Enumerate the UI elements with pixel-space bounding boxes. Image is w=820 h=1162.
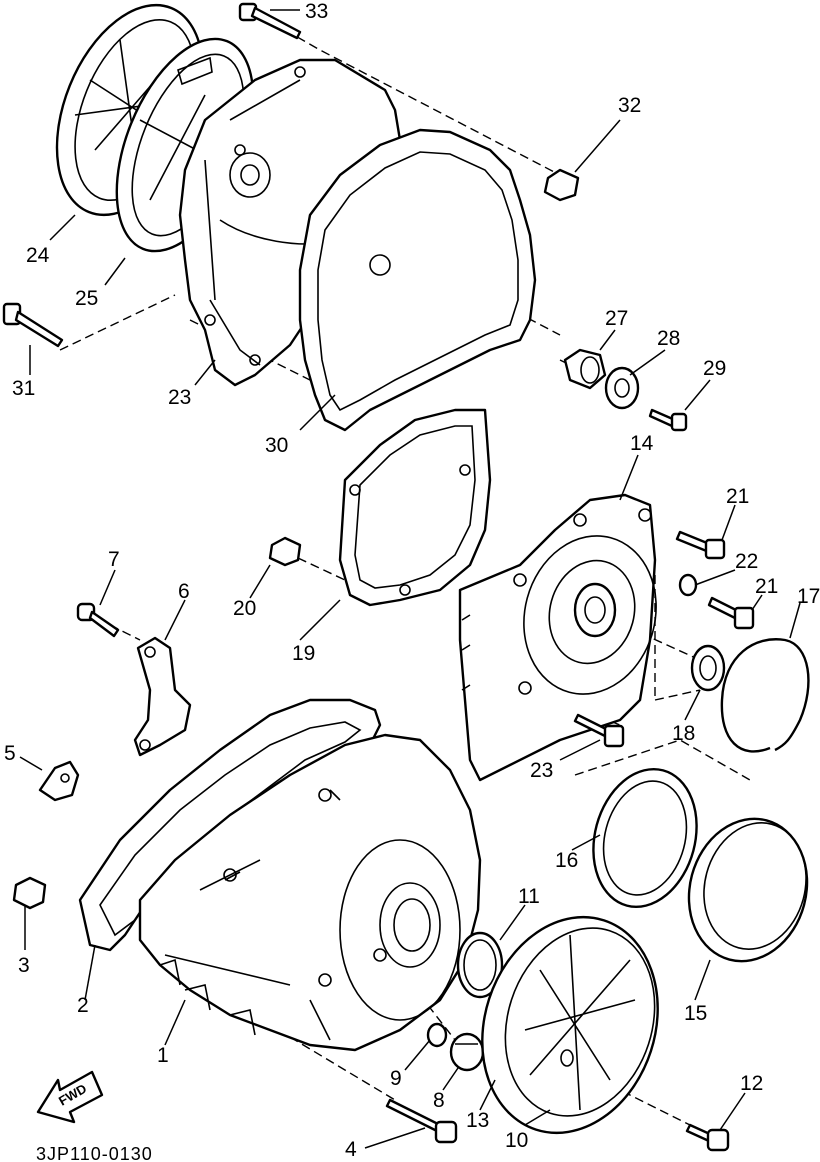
part-11-o-ring [456, 931, 504, 999]
part-1-crankcase-cover [138, 733, 482, 1052]
part-21-bolt-upper [675, 530, 726, 560]
part-12-bolt [685, 1123, 730, 1152]
label-32: 31 [12, 377, 35, 400]
label-13: 13 [466, 1109, 489, 1132]
part-22-o-ring [678, 573, 698, 597]
part-31-dowel [543, 168, 580, 202]
label-31: 32 [618, 94, 641, 117]
label-28: 28 [657, 327, 680, 350]
label-9: 9 [390, 1067, 402, 1090]
part-28-bearing [604, 366, 640, 410]
label-12: 12 [740, 1072, 763, 1095]
part-16-seal-ring [592, 767, 698, 909]
part-5-clip [38, 760, 80, 802]
label-27: 27 [605, 307, 628, 330]
part-6-bracket [133, 636, 192, 757]
part-33-bolt [238, 2, 302, 40]
label-33: 33 [305, 0, 328, 23]
label-26: 25 [75, 287, 98, 310]
part-27-collar [563, 348, 607, 390]
diagram-code: 3JP110-0130 [36, 1144, 153, 1162]
label-14: 14 [630, 432, 654, 455]
part-32-bolt [2, 302, 64, 348]
part-30-gasket [298, 128, 537, 432]
label-11: 11 [518, 885, 540, 908]
part-15-cap [687, 817, 809, 963]
leader-lines [19, 9, 801, 1149]
label-10: 10 [505, 1129, 528, 1152]
part-18-seal [690, 644, 726, 692]
label-30: 30 [265, 434, 288, 457]
part-19-gasket [338, 408, 492, 607]
label-15: 15 [684, 1002, 707, 1025]
label-25: 24 [26, 244, 50, 267]
callout-labels: 33 32 24 25 31 23 30 27 28 29 14 21 22 2… [4, 0, 820, 1161]
label-21-upper: 21 [726, 485, 749, 508]
label-21-lower: 21 [755, 575, 778, 598]
label-6: 6 [178, 580, 190, 603]
label-17: 17 [797, 585, 820, 608]
label-22: 22 [735, 550, 758, 573]
part-23-bolt [573, 713, 625, 748]
part-10-alternator-cover [481, 915, 659, 1135]
label-20: 20 [233, 597, 256, 620]
label-7: 7 [108, 548, 120, 571]
part-8-plug [449, 1032, 485, 1072]
part-17-circlip [720, 638, 810, 753]
part-20-dowel [268, 536, 302, 567]
label-5: 5 [4, 742, 16, 765]
part-9-o-ring [426, 1022, 448, 1048]
label-2: 2 [77, 994, 89, 1017]
label-4: 4 [345, 1138, 357, 1161]
label-19: 19 [292, 642, 315, 665]
label-8: 8 [433, 1089, 445, 1112]
part-14-pump-cover [458, 493, 657, 782]
label-24: 23 [168, 386, 191, 409]
part-7-screw [76, 602, 120, 638]
label-3: 3 [18, 954, 30, 977]
label-23: 23 [530, 759, 553, 782]
part-29-bolt [648, 408, 688, 432]
label-1: 1 [157, 1044, 169, 1067]
part-3-dowel [12, 876, 47, 910]
label-18: 18 [672, 722, 695, 745]
part-21-bolt-lower [707, 596, 755, 630]
label-29: 29 [703, 357, 726, 380]
fwd-arrow-icon: FWD [36, 1070, 104, 1124]
part-4-bolt [385, 1098, 458, 1144]
label-16: 16 [555, 849, 578, 872]
